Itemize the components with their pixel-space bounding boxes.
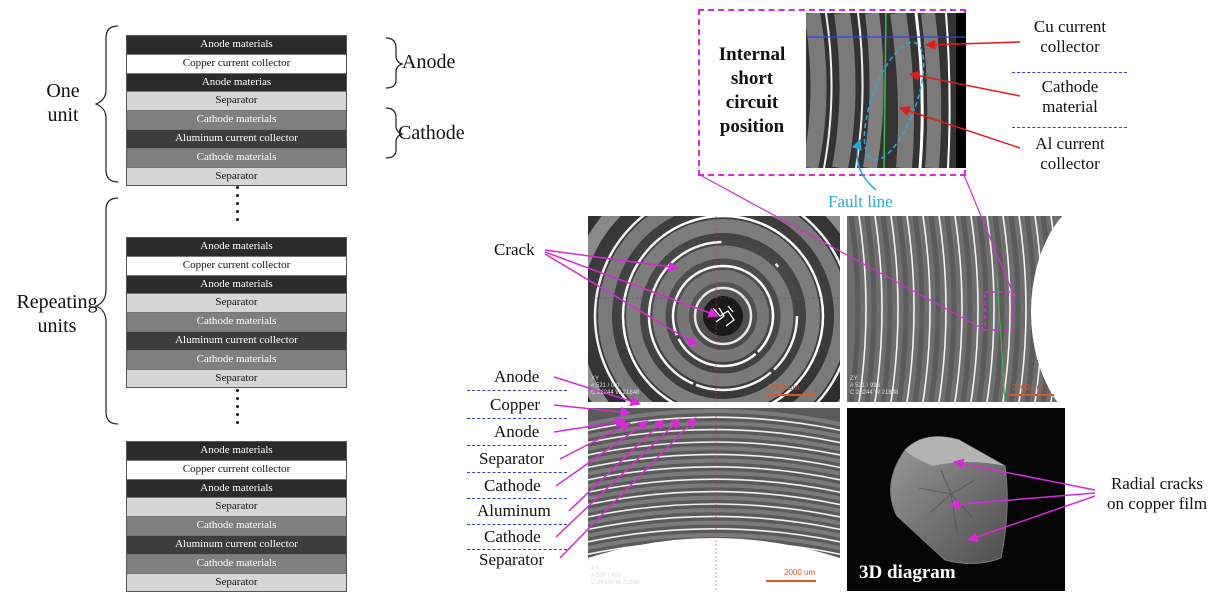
ct-image-top-right: 2000 um ZY # 521 / 996 C 26244 W 21848 [847,216,1065,402]
layer-copper: Copper current collector [127,54,346,74]
layer-aluminum: Aluminum current collector [127,331,346,351]
layer-separator: Separator [127,573,346,592]
anode-brace-label: Anode [402,51,456,73]
layer-divider [467,524,567,525]
layer-cathode: Cathode materials [127,350,346,370]
layer-label-anode-2: Anode [494,422,540,441]
layer-divider [467,549,567,550]
layer-label-copper: Copper [490,395,541,414]
layer-anode: Anode materials [127,479,346,499]
layer-copper: Copper current collector [127,256,346,276]
layer-anode: Anode materials [127,275,346,295]
layer-separator: Separator [127,498,346,518]
layer-anode: Anode materials [127,442,346,461]
layer-anode: Anode materials [127,36,346,55]
layer-copper: Copper current collector [127,460,346,480]
ct-image-top-left: 2000 um XY # 521 / 0 0 C 26244 W 21848 [588,216,840,402]
layer-separator: Separator [127,92,346,112]
divider-right-2 [1012,127,1127,128]
continuation-dots-1 [236,186,240,221]
layer-label-separator-2: Separator [479,550,545,569]
scale-label-2: 2000 um [1012,383,1044,392]
3d-diagram-label: 3D diagram [859,562,956,583]
repeating-units-label: Repeating units [16,291,98,337]
layer-anode: Anode materials [127,238,346,257]
layer-cathode: Cathode materials [127,554,346,574]
continuation-dots-2 [236,389,240,424]
layer-label-cathode-2: Cathode [484,527,541,546]
layer-label-cathode-1: Cathode [484,476,541,495]
cathode-brace-label: Cathode [398,122,465,144]
corner-info-2: ZY # 521 / 996 C 26244 W 21848 [850,376,899,396]
layer-label-anode-1: Anode [494,367,540,386]
corner-info-1: XY # 521 / 0 0 C 26244 W 21848 [591,376,640,396]
inset-title: Internal short circuit position [718,44,786,137]
inset-closeup-image [806,13,966,168]
layer-divider [467,498,567,499]
brace-anode [385,37,404,89]
crack-label: Crack [494,240,535,259]
layer-cathode: Cathode materials [127,148,346,168]
ct-rings-image [588,216,840,402]
label-cu-current-collector: Cu current collector [1033,17,1107,56]
layer-divider [467,418,567,419]
layer-divider [467,445,567,446]
one-unit-label: One unit [46,80,80,126]
layer-aluminum: Aluminum current collector [127,129,346,149]
layer-aluminum: Aluminum current collector [127,535,346,555]
layer-anode: Anode materias [127,73,346,93]
fault-line-label: Fault line [828,192,893,211]
scale-label-1: 2000 um [768,383,800,392]
brace-one-unit [94,25,119,183]
layer-cathode: Cathode materials [127,517,346,536]
label-al-current-collector: Al current collector [1035,134,1105,173]
layer-separator: Separator [127,294,346,314]
corner-info-3: XY # 530 / 965 C 26244 W 21848 [591,566,640,586]
layer-label-aluminum: Aluminum [477,501,551,520]
layer-divider [467,390,567,391]
layer-separator: Separator [127,369,346,388]
ct-image-3d: 3D diagram [847,408,1065,591]
layer-cathode: Cathode materials [127,111,346,130]
ct-curved-layers-image [588,408,840,591]
radial-cracks-label: Radial cracks on copper film [1106,474,1208,513]
layer-cathode: Cathode materials [127,313,346,332]
ct-parallel-layers-image [847,216,1065,402]
layer-label-separator-1: Separator [479,449,545,468]
label-cathode-material: Cathode material [1041,77,1099,116]
divider-right-1 [1012,72,1127,73]
ct-image-bottom-left: 2000 um XY # 530 / 965 C 26244 W 21848 [588,408,840,591]
scale-label-3: 2000 um [784,568,816,577]
layer-divider [467,472,567,473]
layer-separator: Separator [127,167,346,186]
